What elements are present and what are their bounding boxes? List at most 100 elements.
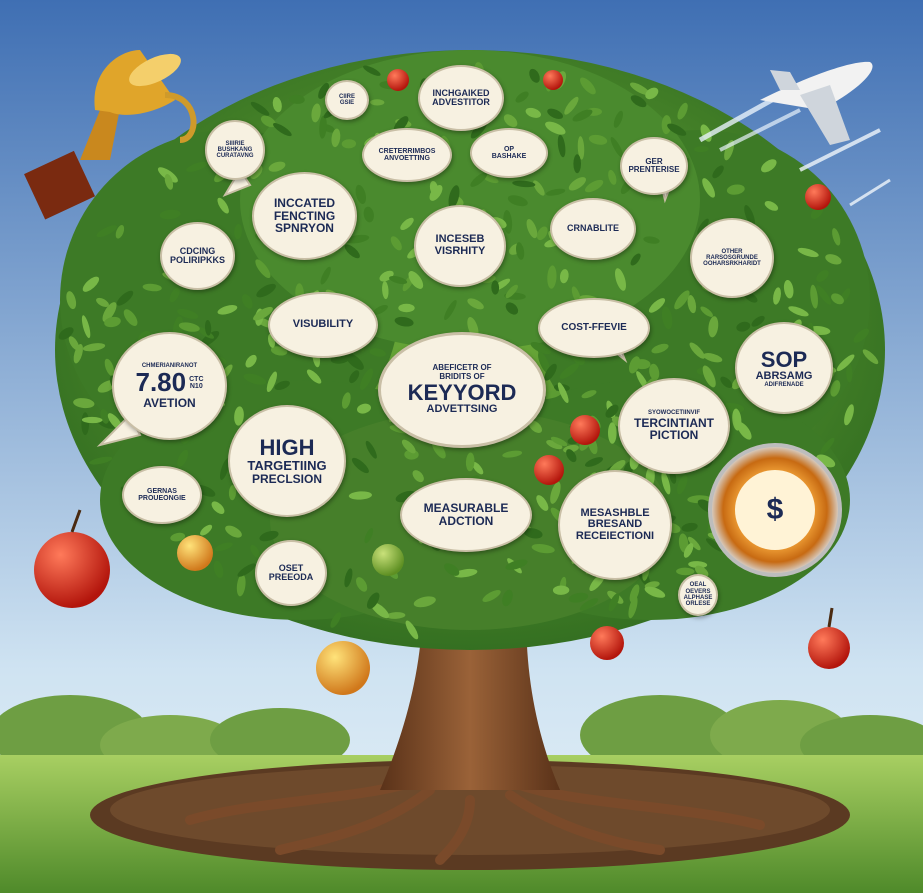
bubble-inceseb-visrhity: INCESEB VISRHITY [414, 205, 506, 287]
leaf [453, 568, 478, 578]
leaf [700, 306, 713, 317]
airplane-icon [698, 61, 891, 207]
leaf [470, 172, 487, 187]
leaf [531, 543, 555, 554]
leaf [744, 205, 755, 227]
leaf [744, 292, 758, 303]
leaf [104, 316, 121, 328]
bubble-text: VISRHITY [434, 245, 486, 257]
leaf [585, 457, 603, 467]
leaf [89, 456, 113, 465]
leaf [810, 284, 818, 309]
leaf [674, 290, 690, 310]
bubble-text: BRIDITS OF [439, 371, 485, 381]
leaf [559, 363, 580, 379]
leaf [708, 316, 719, 338]
leaf [629, 584, 640, 603]
bubble-text: TERCINTIANT [634, 415, 714, 430]
leaf [836, 354, 855, 372]
leaf [178, 322, 200, 332]
leaf [687, 295, 697, 314]
leaf [581, 390, 597, 399]
leaf [345, 352, 364, 370]
leaf [341, 392, 351, 409]
leaf [702, 178, 715, 198]
leaf [505, 559, 528, 570]
leaf [643, 236, 660, 244]
leaf [359, 368, 374, 390]
leaf [73, 344, 83, 364]
leaf [761, 159, 777, 173]
bubble-oset-preeoda: OSET PREEODA [255, 540, 327, 606]
leaf [661, 471, 671, 495]
leaf [81, 416, 103, 424]
bubble-incated-fencting: INCCATED FENCTING SPNRYON [252, 172, 357, 260]
bubble-text: BASHAKE [491, 153, 527, 160]
bubble-cdcing: CDCING POLIRIPKKS [160, 222, 235, 290]
bubble-text: ALPHASE [683, 595, 713, 601]
leaf [568, 177, 586, 191]
leaf [211, 501, 225, 514]
leaf [505, 284, 518, 299]
leaf [413, 596, 436, 608]
bubble-sop: SOP ABRSAMG ADIFRENADE [735, 322, 833, 414]
leaf [523, 528, 543, 539]
leaf [644, 586, 666, 598]
bubble-top-small: CIIRE GSIE [325, 80, 369, 120]
leaf [788, 306, 809, 317]
leaf [465, 452, 475, 472]
leaf [260, 115, 276, 128]
leaf [219, 458, 230, 480]
bubble-text: ADVESTITOR [432, 97, 490, 107]
leaf [630, 95, 647, 108]
bubble-text: OP [503, 145, 515, 153]
leaf [533, 180, 545, 196]
leaf [661, 306, 673, 330]
leaf [81, 315, 91, 339]
leaf [448, 185, 460, 209]
leaf [528, 420, 542, 433]
leaf [491, 280, 500, 295]
leaf [557, 382, 569, 404]
leaf [186, 161, 208, 172]
leaf [73, 398, 95, 409]
leaf [687, 536, 701, 551]
leaf [516, 242, 525, 260]
leaf [573, 154, 582, 174]
leaf [365, 440, 377, 459]
bubble-text: CHMERIANIRANOT [141, 362, 198, 369]
bubble-text: ADVETTSING [426, 403, 498, 416]
leaf [502, 450, 523, 458]
leaf [400, 217, 414, 231]
leaf [255, 259, 271, 279]
leaf [331, 128, 341, 148]
leaf [318, 82, 330, 99]
leaf [512, 180, 536, 188]
leaf [661, 115, 672, 135]
bubble-center-keyword-advertising: ABEFICETR OF BRIDITS OF KEYYORD ADVETTSI… [378, 332, 546, 448]
bubble-tercintiant: SYOWOCETIINVIF TERCINTIANT PICTION [618, 378, 730, 474]
leaf [405, 620, 419, 640]
leaf [526, 219, 538, 239]
leaf [502, 589, 513, 607]
leaf [348, 491, 372, 500]
leaf [832, 228, 841, 246]
bubble-text: BUSHKANG [217, 146, 253, 153]
leaf [214, 542, 233, 552]
bubble-text: HIGH [259, 435, 315, 461]
bubble-text: POLIRIPKKS [169, 255, 225, 265]
bubble-text: PRENTERISE [628, 165, 680, 174]
leaf [557, 134, 566, 158]
leaf [345, 234, 370, 244]
dollar-sign: $ [755, 488, 795, 532]
leaf [681, 522, 698, 532]
leaf [274, 380, 290, 391]
leaf [268, 161, 286, 172]
leaf [613, 110, 623, 128]
leaf [820, 437, 835, 455]
leaf [142, 283, 162, 292]
leaf [505, 302, 519, 315]
bubble-visubility: VISUBILITY [268, 292, 378, 358]
bubble-text: COST-FFEVIE [561, 321, 627, 333]
